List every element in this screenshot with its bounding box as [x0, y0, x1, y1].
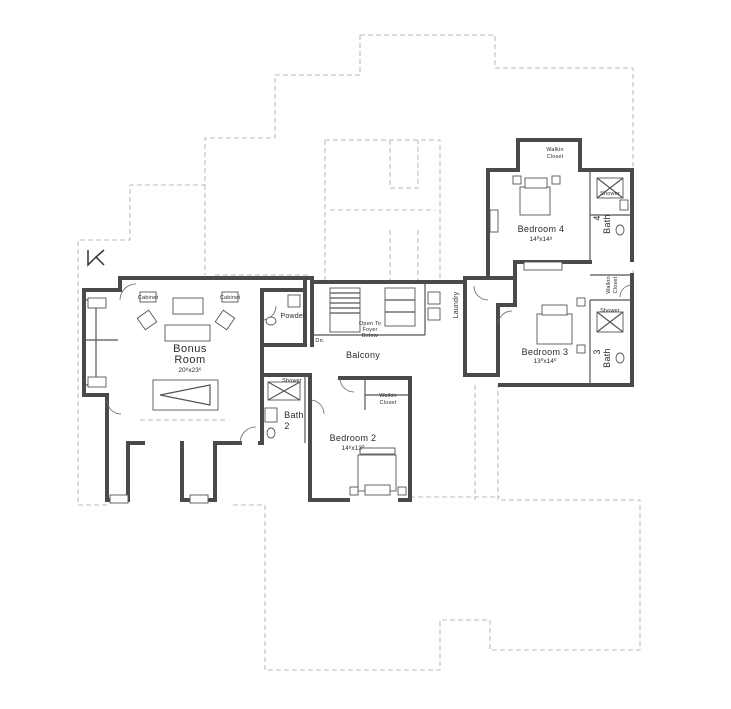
- walkin-closet-b2-line1: Walkin: [379, 393, 397, 399]
- walkin-closet-b4-line1: Walkin: [546, 147, 564, 153]
- shower-b3-label: Shower: [600, 308, 620, 314]
- bedroom3-label: Bedroom 3: [522, 347, 569, 357]
- walkin-closet-b3-line1: Walkin: [606, 276, 612, 294]
- staircase: [329, 287, 416, 333]
- powder-label: Powder: [281, 313, 306, 320]
- bedroom4-dims: 14⁰x14⁸: [529, 235, 552, 243]
- bedroom3-dims: 13⁰x14⁰: [534, 357, 557, 365]
- open-to-foyer-line3: Below: [362, 333, 378, 339]
- doors: [106, 283, 633, 444]
- cabinet-right-label: Cabinet: [220, 295, 241, 301]
- bonus-room-dims: 20⁸x23⁶: [178, 367, 201, 374]
- laundry-label: Laundry: [453, 291, 460, 318]
- bath2-word: Bath: [284, 410, 304, 420]
- walkin-closet-b2-line2: Closet: [380, 400, 397, 406]
- bath3-word: Bath: [602, 348, 612, 368]
- bonus-room-label-line1: Bonus: [173, 343, 207, 355]
- balcony-label: Balcony: [346, 350, 380, 360]
- bath3-number: 3: [592, 349, 602, 354]
- cabinet-left-label: Cabinet: [138, 295, 159, 301]
- bath2-number: 2: [284, 421, 289, 431]
- bonus-room-label-line2: Room: [174, 354, 205, 366]
- bath4-word: Bath: [602, 214, 612, 234]
- furniture: [87, 175, 629, 504]
- room-labels: Bonus Room 20⁸x23⁶ Bedroom 4 14⁰x14⁸ Bed…: [138, 147, 620, 452]
- shower-b4-label: Shower: [600, 191, 620, 197]
- bedroom2-dims: 14⁶x13⁰: [342, 444, 365, 452]
- shower-b2-label: Shower: [282, 378, 302, 384]
- bedroom2-label: Bedroom 2: [330, 433, 377, 443]
- walkin-closet-b4-line2: Closet: [547, 154, 564, 160]
- open-to-foyer-line2: Foyer: [362, 327, 377, 333]
- walkin-closet-b3-line2: Closet: [613, 276, 619, 293]
- brand-logo: [87, 249, 105, 267]
- stair-down-label: Dn.: [315, 338, 324, 344]
- open-to-foyer-line1: Open To: [359, 321, 381, 327]
- bath4-number: 4: [592, 215, 602, 220]
- bedroom4-label: Bedroom 4: [518, 224, 565, 234]
- walls: [82, 138, 634, 502]
